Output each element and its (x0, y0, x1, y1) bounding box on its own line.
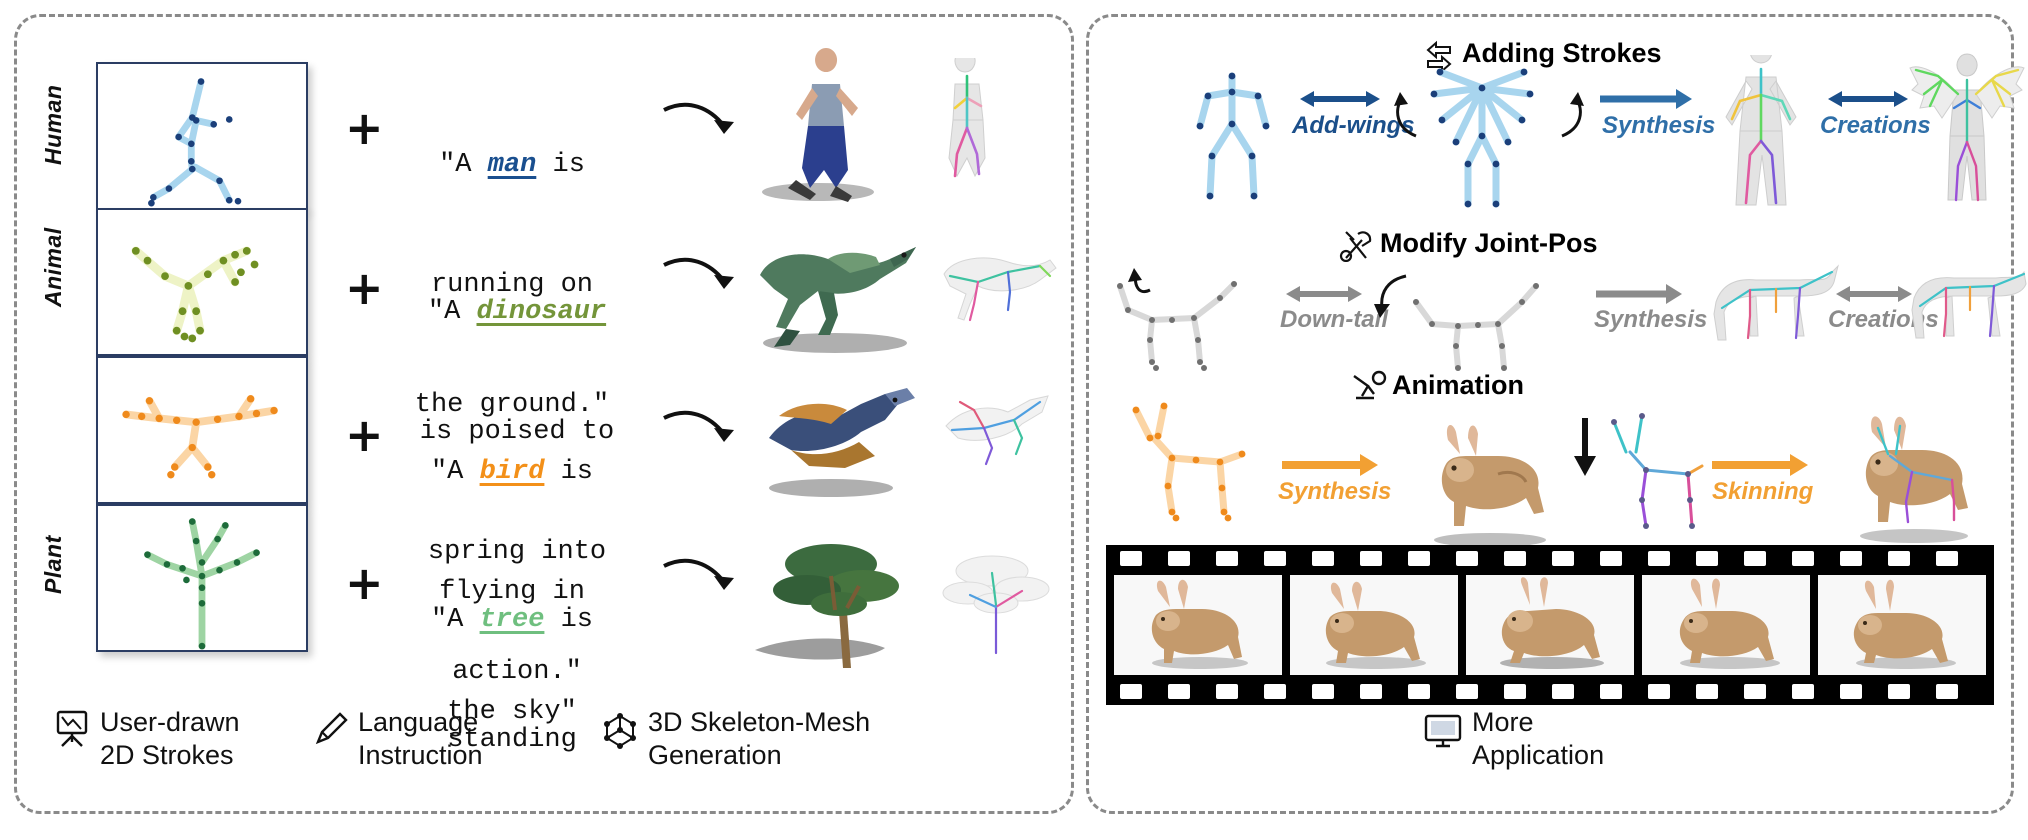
result-human-mesh (740, 48, 920, 208)
result-animal-mesh (730, 215, 940, 360)
result-animal-skeleton (930, 228, 1060, 343)
film-frame (1818, 575, 1986, 675)
caption-generation-line2: Generation (648, 740, 782, 770)
caption-strokes-line1: User-drawn (100, 707, 240, 737)
film-frame (1642, 575, 1810, 675)
arrow-bird (663, 410, 734, 442)
label-creations-strokes: Creations (1820, 112, 1931, 139)
caption-more-line2: Application (1472, 740, 1605, 770)
label-skinning: Skinning (1712, 478, 1814, 505)
caption-generation-line1: 3D Skeleton-Mesh (648, 707, 871, 737)
curved-arrow-down (1374, 274, 1407, 318)
label-down-tail: Down-tail (1280, 306, 1388, 333)
caption-strokes: User-drawn 2D Strokes (100, 706, 300, 772)
plus-sign-animal: + (345, 261, 384, 315)
skeleton-rabbit-rig (1611, 413, 1704, 529)
plus-sign-human: + (345, 101, 384, 155)
row-label-human: Human (40, 84, 66, 166)
row-label-animal: Animal (40, 227, 66, 308)
double-arrow-creations-2 (1836, 286, 1912, 302)
caption-language-line1: Language (358, 707, 479, 737)
instruction-text-human: "A man is running on the ground." (414, 150, 610, 420)
molecule-icon (604, 713, 636, 749)
stroke-skeleton-cat-a (1117, 268, 1237, 371)
caption-generation: 3D Skeleton-Mesh Generation (648, 706, 948, 772)
sketch-box-plant[interactable] (96, 504, 308, 652)
label-add-wings: Add-wings (1292, 112, 1415, 139)
sketch-box-animal[interactable] (96, 208, 308, 356)
down-arrow-to-filmstrip (1574, 418, 1596, 476)
heading-adding-strokes: Adding Strokes (1462, 38, 1662, 68)
stroke-skeleton-human (1196, 72, 1270, 200)
mesh-cat-rigged-b (1900, 250, 2028, 360)
sketch-box-human[interactable] (96, 62, 308, 210)
arrow-plant (663, 558, 734, 590)
film-frame (1466, 575, 1634, 675)
caption-more-application: More Application (1472, 706, 1712, 772)
caption-more-line1: More (1472, 707, 1534, 737)
single-arrow-synthesis-3 (1282, 454, 1378, 476)
caption-language-line2: Instruction (358, 740, 483, 770)
instruction-text-plant: "A tree is standing tall." (430, 605, 594, 755)
film-frame (1114, 575, 1282, 675)
result-human-skeleton (905, 58, 1035, 188)
film-frame (1290, 575, 1458, 675)
stroke-skeleton-winged (1430, 68, 1534, 208)
arrow-animal (663, 257, 734, 289)
caption-language: Language Instruction (358, 706, 558, 772)
heading-animation: Animation (1392, 370, 1524, 400)
row-label-plant: Plant (40, 535, 66, 595)
tools-icon (1339, 231, 1372, 262)
plus-sign-bird: + (345, 408, 384, 462)
instruction-text-animal: "A dinosaur is poised to spring into act… (419, 297, 615, 687)
mesh-human-rigged (1706, 55, 1816, 215)
single-arrow-skinning (1712, 454, 1808, 476)
left-pipeline-panel (14, 14, 1074, 814)
plus-sign-plant: + (345, 556, 384, 610)
mesh-rabbit (1398, 418, 1578, 548)
keyword-dinosaur: dinosaur (476, 297, 607, 327)
stroke-skeleton-cat-b (1413, 283, 1539, 371)
heading-modify-joint-pos: Modify Joint-Pos (1380, 228, 1598, 258)
sketch-box-bird[interactable] (96, 356, 308, 504)
mesh-rabbit-skinned (1822, 410, 2002, 545)
double-arrow-down-tail (1286, 286, 1362, 302)
keyword-bird: bird (479, 457, 545, 487)
stroke-skeleton-rabbit (1132, 402, 1246, 522)
filmstrip (1106, 545, 1994, 705)
keyword-man: man (487, 150, 537, 180)
pencil-icon (315, 712, 348, 745)
mesh-cat-rigged-a (1700, 250, 1850, 360)
result-bird-skeleton (930, 386, 1060, 496)
monitor-icon (1424, 714, 1462, 748)
label-synthesis-joint: Synthesis (1594, 306, 1708, 333)
double-arrow-creations-1 (1828, 91, 1908, 107)
curved-arrow-right (1561, 92, 1584, 138)
label-synthesis-strokes: Synthesis (1602, 112, 1716, 139)
arrow-human (663, 102, 734, 134)
double-arrow-add-wings (1300, 91, 1380, 107)
label-synthesis-animation: Synthesis (1278, 478, 1392, 505)
right-applications-panel (1086, 14, 2014, 814)
instruction-text-bird: "A bird is flying in the sky" (430, 457, 594, 727)
swap-arrows-icon (1426, 40, 1452, 70)
result-bird-mesh (735, 380, 935, 505)
easel-icon (56, 710, 88, 747)
keyword-tree: tree (479, 605, 545, 635)
motion-capture-icon (1353, 370, 1387, 400)
curved-arrow-left (1394, 92, 1417, 138)
single-arrow-synthesis-1 (1600, 89, 1692, 109)
result-plant-mesh (735, 530, 935, 680)
single-arrow-synthesis-2 (1596, 284, 1682, 304)
result-plant-skeleton (930, 545, 1060, 660)
mesh-winged-creature (1908, 50, 2026, 215)
caption-strokes-line2: 2D Strokes (100, 740, 234, 770)
